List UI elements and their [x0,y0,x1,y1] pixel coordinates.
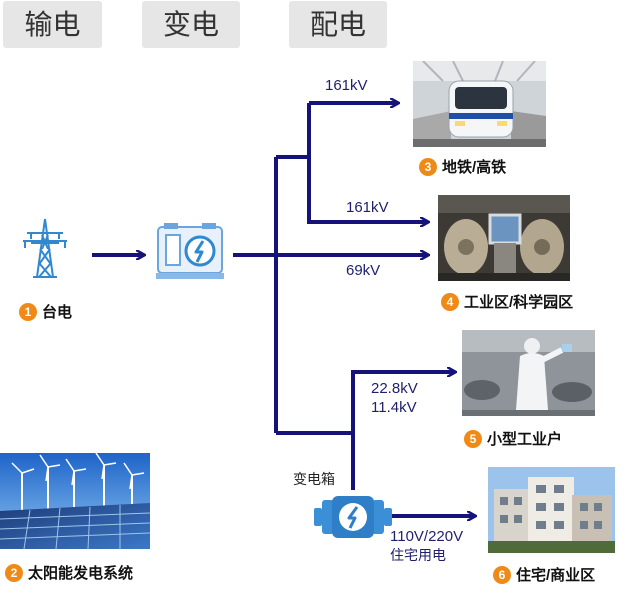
voltage-label-residential-note: 住宅用电 [390,547,446,563]
badge-5: 5 [464,429,482,448]
voltage-label-industrial-low: 69kV [346,262,381,279]
transmission-tower-icon [23,218,67,278]
badge-3: 3 [419,157,437,176]
tab-transmission[interactable]: 输电 [3,1,102,48]
caption-taipower: 1 台电 [19,301,72,322]
caption-residential: 6 住宅/商业区 [493,564,595,585]
substation-icon [156,223,224,279]
small-industry-photo [462,330,595,416]
voltage-label-metro: 161kV [325,77,368,94]
solar-farm-photo [0,453,150,549]
branch-upper [276,103,311,159]
residential-buildings-photo [488,467,615,553]
badge-1: 1 [19,302,37,321]
caption-industrial: 4 工业区/科学园区 [441,291,573,312]
caption-taipower-label: 台电 [42,304,73,321]
caption-solar-label: 太阳能发电系统 [28,565,134,582]
voltage-label-industrial-high: 161kV [346,199,389,216]
voltage-label-small-a: 22.8kV [371,380,418,397]
transformer-box-label: 变电箱 [293,471,335,487]
metro-train-photo [413,61,546,147]
arrow-to-industrial-161 [307,157,428,222]
caption-metro-label: 地铁/高铁 [442,159,507,176]
badge-4: 4 [441,292,459,311]
tab-substation[interactable]: 变电 [142,1,240,48]
industrial-equipment-photo [438,195,570,281]
arrow-to-small-industry [351,372,455,490]
caption-solar: 2 太阳能发电系统 [5,562,133,583]
voltage-label-residential: 110V/220V [390,528,464,545]
caption-small-industry: 5 小型工业户 [464,428,562,449]
caption-residential-label: 住宅/商业区 [516,567,596,584]
badge-6: 6 [493,565,511,584]
caption-metro: 3 地铁/高铁 [419,156,506,177]
caption-small-industry-label: 小型工业户 [487,431,563,448]
tab-distribution[interactable]: 配电 [289,1,387,48]
badge-2: 2 [5,563,23,582]
voltage-label-small-b: 11.4kV [371,399,417,416]
caption-industrial-label: 工业区/科学园区 [464,294,574,311]
transformer-box-icon [314,496,392,538]
